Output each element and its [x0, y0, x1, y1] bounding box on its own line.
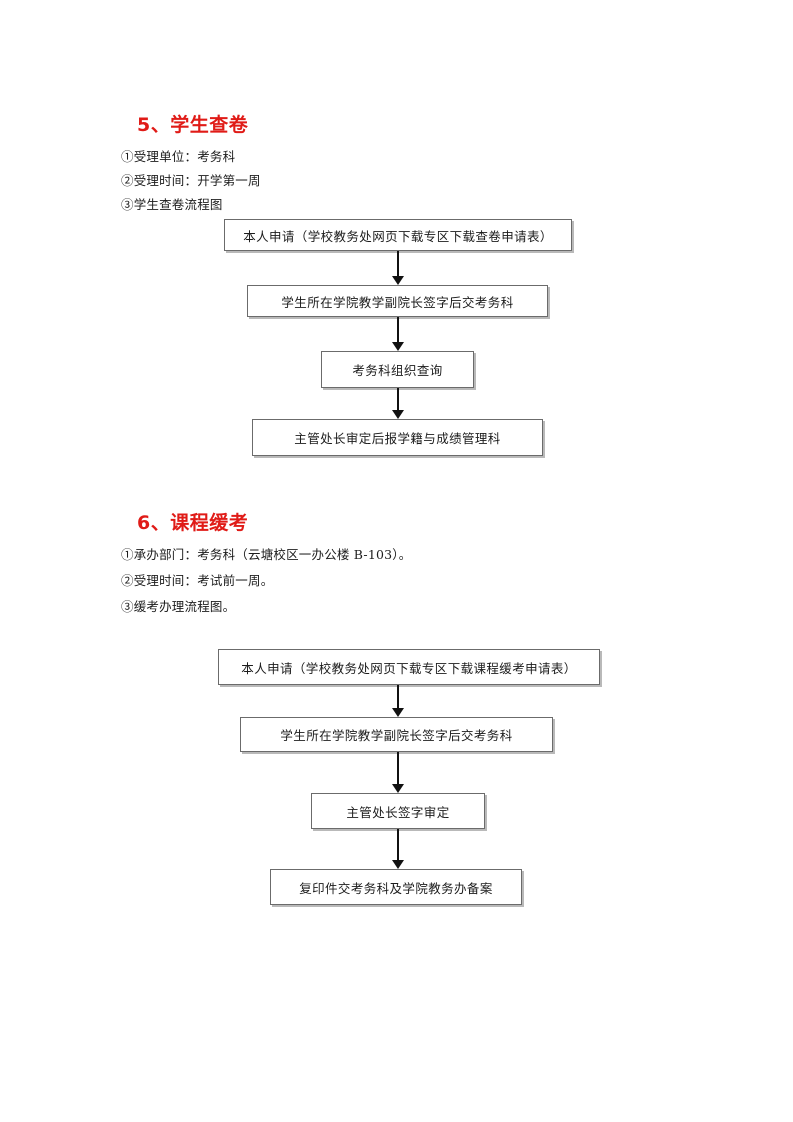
flow-6-arrow-2	[391, 752, 405, 793]
flow-5-box-1: 本人申请（学校教务处网页下载专区下载查卷申请表）	[224, 219, 572, 251]
arrow-head-icon	[392, 410, 404, 419]
arrow-stem	[397, 752, 399, 785]
arrow-head-icon	[392, 860, 404, 869]
flow-6-box-1: 本人申请（学校教务处网页下载专区下载课程缓考申请表）	[218, 649, 600, 685]
arrow-stem	[397, 251, 399, 277]
flow-5-box-2: 学生所在学院教学副院长签字后交考务科	[247, 285, 548, 317]
flow-5-box-4: 主管处长审定后报学籍与成绩管理科	[252, 419, 543, 456]
arrow-head-icon	[392, 708, 404, 717]
flow-5-arrow-1	[391, 251, 405, 285]
arrow-head-icon	[392, 342, 404, 351]
arrow-stem	[397, 317, 399, 343]
section-6-line-2: ②受理时间：考试前一周。	[121, 573, 274, 588]
flow-5-box-3: 考务科组织查询	[321, 351, 474, 388]
flow-6-box-4: 复印件交考务科及学院教务办备案	[270, 869, 522, 905]
arrow-head-icon	[392, 276, 404, 285]
flow-6-arrow-1	[391, 685, 405, 717]
section-5-line-3: ③学生查卷流程图	[121, 197, 223, 212]
section-heading-6: 6、课程缓考	[137, 512, 249, 534]
flow-5-arrow-2	[391, 317, 405, 351]
flow-6-box-3: 主管处长签字审定	[311, 793, 485, 829]
flow-5-arrow-3	[391, 388, 405, 419]
arrow-stem	[397, 829, 399, 861]
section-5-line-2: ②受理时间：开学第一周	[121, 173, 261, 188]
flow-6-arrow-3	[391, 829, 405, 869]
section-5-line-1: ①受理单位：考务科	[121, 149, 236, 164]
arrow-stem	[397, 388, 399, 411]
flow-6-box-2: 学生所在学院教学副院长签字后交考务科	[240, 717, 553, 752]
section-heading-5: 5、学生查卷	[137, 114, 249, 136]
section-6-line-1: ①承办部门：考务科（云塘校区一办公楼 B-103）。	[121, 547, 412, 562]
section-6-line-3: ③缓考办理流程图。	[121, 599, 236, 614]
arrow-head-icon	[392, 784, 404, 793]
arrow-stem	[397, 685, 399, 709]
